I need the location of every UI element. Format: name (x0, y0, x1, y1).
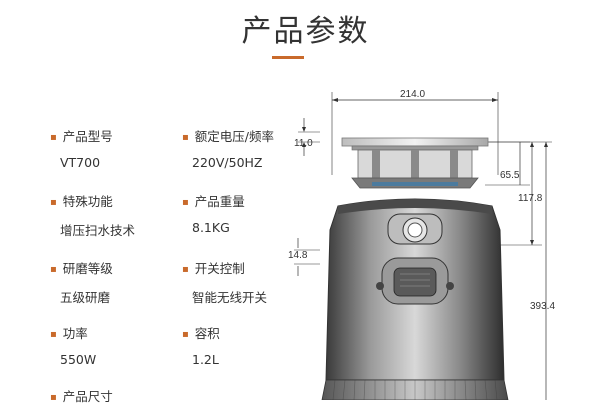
top-flange (341, 137, 489, 151)
bullet-icon: ▪ (50, 197, 57, 208)
dimension-width-label: 214.0 (400, 89, 425, 100)
bullet-icon: ▪ (50, 329, 57, 340)
drain-outlet (376, 257, 454, 305)
dimension-inlet-label: 14.8 (288, 250, 308, 261)
bullet-icon: ▪ (182, 264, 189, 275)
spec-size: ▪ 产品尺寸 (50, 386, 113, 405)
spec-label: 容积 (194, 326, 220, 341)
dimension-top-flange: 11.0 (294, 118, 320, 156)
spec-value: 8.1KG (192, 220, 230, 235)
spec-value: VT700 (60, 155, 101, 170)
dimension-inlet: 14.8 (288, 238, 320, 276)
dimension-total-height-label: 393.4 (530, 301, 555, 312)
dimension-top-flange-label: 11.0 (294, 138, 313, 149)
spec-value: 1.2L (192, 352, 219, 367)
dimension-collar-label: 65.5 (500, 170, 520, 181)
spec-label: 产品重量 (194, 194, 245, 209)
dimension-upper-height-label: 117.8 (518, 193, 543, 204)
dimension-width: 214.0 (331, 89, 499, 175)
spec-voltage: ▪ 额定电压/频率 220V/50HZ (182, 126, 274, 170)
spec-power: ▪ 功率 550W (50, 323, 96, 367)
bullet-icon: ▪ (182, 197, 189, 208)
dimension-collar: 65.5 (485, 141, 530, 186)
spec-model: ▪ 产品型号 VT700 (50, 126, 113, 170)
spec-value: 智能无线开关 (192, 290, 268, 305)
dishwasher-inlet (387, 213, 443, 245)
dimension-total-height: 393.4 (485, 141, 555, 400)
page-title: 产品参数 (241, 14, 370, 49)
spec-switch: ▪ 开关控制 智能无线开关 (182, 258, 267, 306)
spec-weight: ▪ 产品重量 8.1KG (182, 191, 245, 235)
spec-value: 550W (60, 352, 97, 367)
spec-capacity: ▪ 容积 1.2L (182, 323, 220, 367)
title-underline (272, 56, 304, 59)
spec-label: 特殊功能 (62, 194, 113, 209)
spec-label: 开关控制 (194, 261, 245, 276)
bullet-icon: ▪ (50, 132, 57, 143)
spec-label: 产品尺寸 (62, 389, 113, 404)
spec-feature: ▪ 特殊功能 增压扫水技术 (50, 191, 135, 239)
product-dimension-diagram: 214.0 11.0 14.8 65.5 117.8 393 (288, 89, 555, 400)
mounting-bracket (351, 149, 479, 189)
bullet-icon: ▪ (182, 132, 189, 143)
spec-value: 220V/50HZ (192, 155, 263, 170)
bullet-icon: ▪ (50, 264, 57, 275)
bullet-icon: ▪ (182, 329, 189, 340)
spec-value: 五级研磨 (60, 290, 111, 305)
spec-label: 额定电压/频率 (194, 129, 274, 144)
spec-label: 功率 (62, 326, 88, 341)
spec-label: 研磨等级 (62, 261, 113, 276)
spec-label: 产品型号 (62, 129, 113, 144)
bullet-icon: ▪ (50, 392, 57, 403)
spec-grind-level: ▪ 研磨等级 五级研磨 (50, 258, 113, 306)
spec-value: 增压扫水技术 (60, 223, 136, 238)
